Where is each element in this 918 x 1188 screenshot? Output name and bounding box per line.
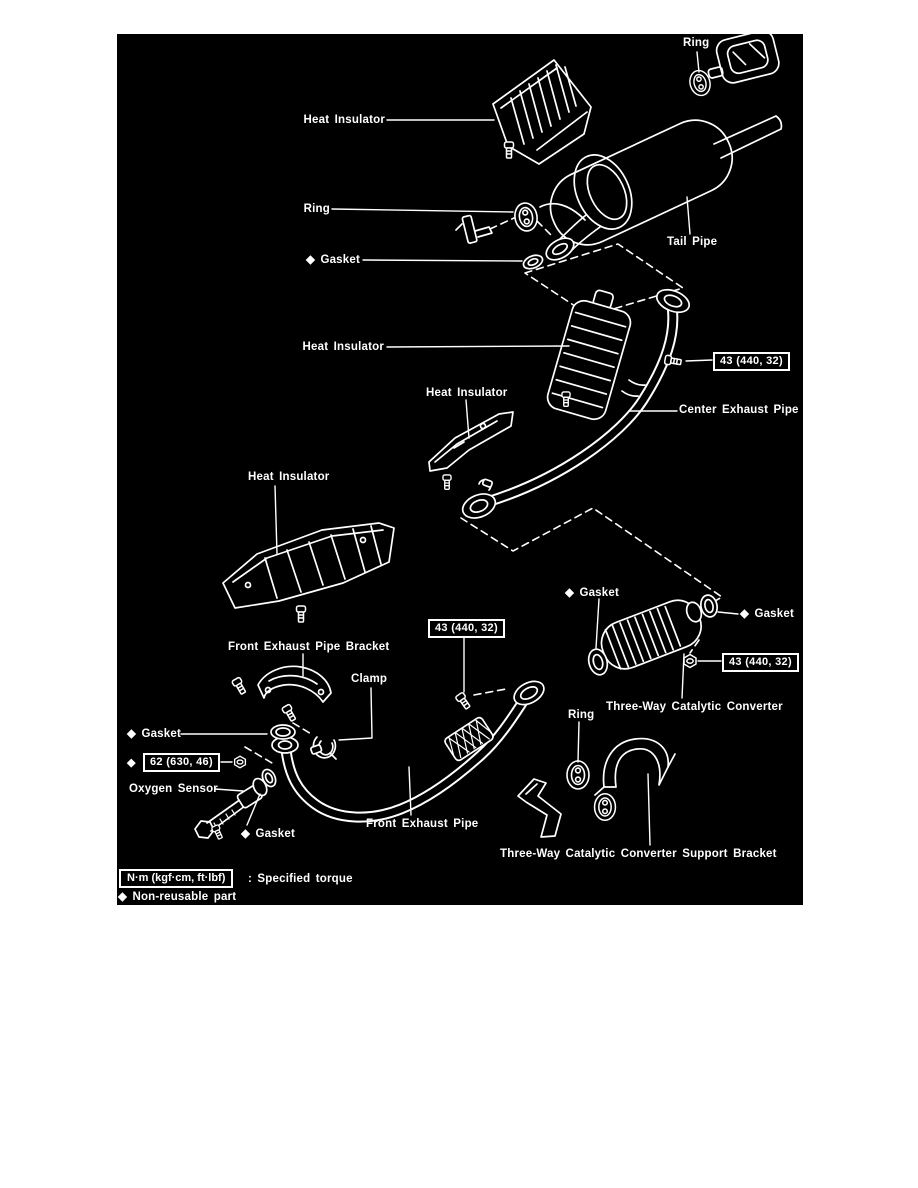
label-gasket-oxygen-sensor: ◆ Gasket	[241, 828, 295, 840]
muffler-tailpipe-drawing	[539, 115, 783, 261]
label-ring-upper: Ring	[303, 203, 330, 215]
front-bracket-drawing	[257, 665, 332, 703]
label-gasket-cat-outlet: ◆ Gasket	[740, 608, 794, 620]
label-heat-insulator-top: Heat Insulator	[303, 114, 385, 126]
diagram-art	[180, 34, 783, 846]
heat-insulator-small-drawing	[428, 411, 514, 472]
torque-box-cat: 43 (440, 32)	[722, 653, 799, 672]
torque-box-top: 43 (440, 32)	[713, 352, 790, 371]
hanger-bracket-drawing	[707, 34, 780, 84]
heat-insulator-front-drawing	[222, 522, 395, 609]
gasket-front-flange-drawing	[270, 724, 296, 740]
heat-insulator-mid-drawing	[546, 289, 632, 421]
label-ring-top: Ring	[683, 37, 710, 49]
exhaust-exploded-diagram: Ring Heat Insulator Ring ◆ Gasket Tail P…	[117, 34, 803, 905]
catalytic-converter-drawing	[587, 599, 703, 676]
oxygen-sensor-drawing	[194, 777, 268, 839]
label-oxygen-sensor: Oxygen Sensor	[129, 783, 218, 795]
label-ring-lower: Ring	[568, 709, 595, 721]
clamp-drawing	[309, 736, 337, 760]
gasket-cat-outlet-drawing	[699, 594, 719, 618]
label-support-bracket: Three-Way Catalytic Converter Support Br…	[500, 848, 777, 860]
label-front-exhaust-pipe: Front Exhaust Pipe	[366, 818, 479, 830]
hanger-stub-drawing	[455, 214, 493, 244]
torque-box-oxygen-sensor: 62 (630, 46)	[143, 753, 220, 772]
non-reusable-diamond-icon: ◆	[127, 757, 136, 769]
label-heat-insulator-mid: Heat Insulator	[302, 341, 384, 353]
support-bracket-drawing	[594, 737, 676, 796]
leader-lines	[180, 51, 739, 846]
label-gasket-upper: ◆ Gasket	[306, 254, 360, 266]
gasket-oxygen-drawing	[261, 768, 277, 788]
label-tail-pipe: Tail Pipe	[667, 236, 718, 248]
label-gasket-cat-inlet: ◆ Gasket	[565, 587, 619, 599]
legend-torque-unit-box: N·m (kgf·cm, ft·lbf)	[119, 869, 234, 888]
label-three-way-catalytic-converter: Three-Way Catalytic Converter	[606, 701, 783, 713]
label-heat-insulator-front: Heat Insulator	[248, 471, 330, 483]
front-exhaust-pipe-drawing	[271, 680, 545, 823]
legend-torque-description: : Specified torque	[248, 873, 353, 885]
mount-bracket-drawing	[517, 778, 562, 838]
label-gasket-front-flange: ◆ Gasket	[127, 728, 181, 740]
label-front-exhaust-pipe-bracket: Front Exhaust Pipe Bracket	[228, 641, 390, 653]
torque-box-front: 43 (440, 32)	[428, 619, 505, 638]
center-exhaust-pipe-drawing	[461, 288, 691, 519]
small-clamp-drawing	[478, 478, 494, 491]
gasket-upper-drawing	[522, 254, 544, 270]
legend-non-reusable: ◆ Non-reusable part	[118, 891, 237, 903]
label-heat-insulator-small: Heat Insulator	[426, 387, 508, 399]
label-center-exhaust-pipe: Center Exhaust Pipe	[679, 404, 799, 416]
label-clamp: Clamp	[351, 673, 388, 685]
